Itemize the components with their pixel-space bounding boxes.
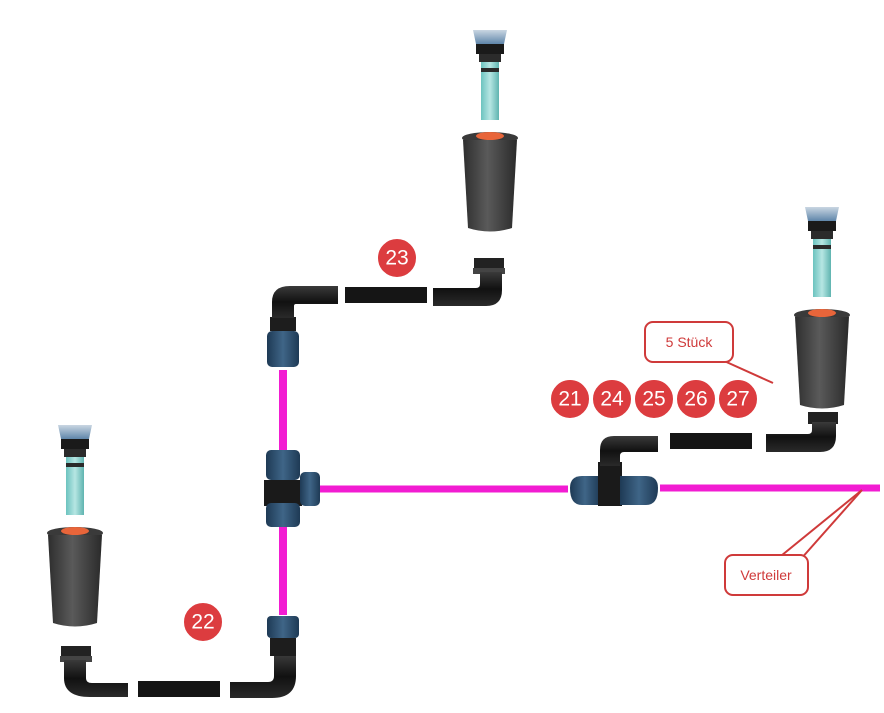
upper-branch xyxy=(267,258,505,367)
badge-27-label: 27 xyxy=(726,388,749,411)
pipe-segment-22 xyxy=(138,681,220,697)
badge-24: 24 xyxy=(591,378,633,420)
badge-26-label: 26 xyxy=(684,388,707,411)
badge-27: 27 xyxy=(717,378,759,420)
right-branch xyxy=(570,412,838,506)
badge-25: 25 xyxy=(633,378,675,420)
callout-quantity-label: 5 Stück xyxy=(666,334,714,350)
sprinkler-right xyxy=(794,207,850,409)
badge-23: 23 xyxy=(376,237,418,279)
sprinkler-top xyxy=(462,30,518,232)
callout-distributor-label: Verteiler xyxy=(740,567,792,583)
badge-21: 21 xyxy=(549,378,591,420)
badge-26: 26 xyxy=(675,378,717,420)
elbow-fitting-icon xyxy=(433,258,505,306)
callout-distributor: Verteiler xyxy=(724,489,863,596)
badge-24-label: 24 xyxy=(600,388,624,411)
elbow-fitting-icon xyxy=(766,412,838,452)
pipe-segment-23 xyxy=(345,287,427,303)
badge-23-label: 23 xyxy=(385,247,408,270)
badge-21-label: 21 xyxy=(558,388,581,411)
compression-coupling-icon xyxy=(267,317,299,367)
badge-22-label: 22 xyxy=(191,611,214,634)
callout-quantity: 5 Stück xyxy=(644,321,774,384)
sprinkler-left xyxy=(47,425,103,627)
elbow-fitting-icon xyxy=(60,646,128,697)
badge-25-label: 25 xyxy=(642,388,665,411)
elbow-fitting-icon xyxy=(272,286,338,318)
pop-up-sprinkler-icon xyxy=(462,30,518,232)
elbow-fitting-icon xyxy=(230,655,296,698)
bottom-left-branch xyxy=(60,616,299,698)
pop-up-sprinkler-icon xyxy=(47,425,103,627)
tee-connector-icon xyxy=(264,450,320,527)
compression-coupling-icon xyxy=(267,616,299,656)
pop-up-sprinkler-icon xyxy=(794,207,850,409)
badge-22: 22 xyxy=(182,601,224,643)
pipe-segment-right xyxy=(670,433,752,449)
tee-valve-icon xyxy=(570,436,658,506)
